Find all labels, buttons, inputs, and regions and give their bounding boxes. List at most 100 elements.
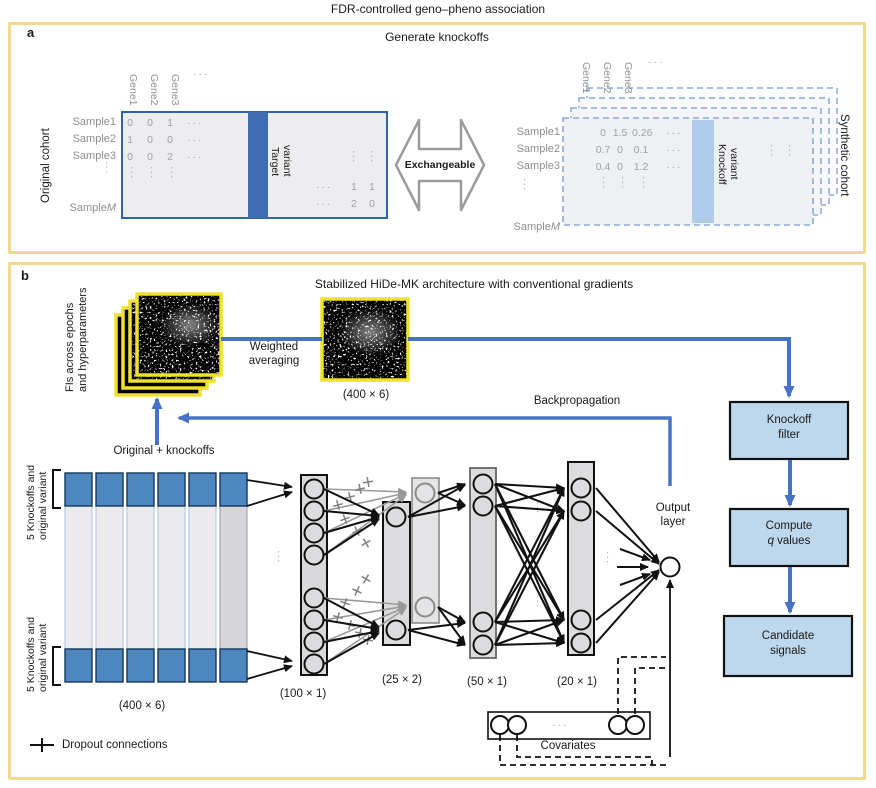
candidate-signals-label: Candidate xyxy=(761,630,815,642)
ellipsis: ··· xyxy=(552,719,569,731)
matrix-cell: 2 xyxy=(351,198,357,210)
matrix-cell: 0 xyxy=(617,161,623,173)
input-label: Original + knockoffs xyxy=(113,445,215,457)
knockoff-variant-label: Knockoff xyxy=(716,144,729,185)
vertical-ellipsis: ··· xyxy=(101,161,114,175)
knockoff-filter-label: Knockoff xyxy=(766,414,812,426)
matrix-cell: 0.7 xyxy=(595,144,611,156)
gene-column-label: Gene3 xyxy=(622,62,635,94)
dropout-legend: Dropout connections xyxy=(62,739,168,751)
matrix-cell: 0 xyxy=(369,198,375,210)
vertical-ellipsis: ··· xyxy=(146,166,159,180)
input-connections xyxy=(246,479,293,680)
matrix-cell: 1 xyxy=(167,117,173,129)
vertical-ellipsis: ··· xyxy=(784,144,797,158)
original-genotype-matrix xyxy=(121,111,388,219)
gene-column-label: Gene2 xyxy=(148,74,161,106)
matrix-cell: 1.5 xyxy=(612,127,628,139)
target-variant-label: Target xyxy=(269,147,282,177)
ellipsis: ··· xyxy=(187,151,204,163)
matrix-cell: 0 xyxy=(600,127,606,139)
fi-stack-label: FIs across epochs and hyperparameters xyxy=(64,287,89,392)
covariate-dashed-links xyxy=(499,656,666,766)
matrix-cell: 0 xyxy=(127,151,133,163)
l2-l3-connections xyxy=(407,482,466,647)
matrix-cell: 1.2 xyxy=(633,161,649,173)
input-matrix xyxy=(52,469,248,686)
dropout-plus-icon xyxy=(30,738,54,752)
fi-matrix xyxy=(320,297,410,382)
candidate-signals-label: signals xyxy=(770,645,806,657)
output-layer-label: Output xyxy=(655,502,691,514)
matrix-cell: 1 xyxy=(127,134,133,146)
matrix-cell: 0 xyxy=(167,134,173,146)
candidate-signals-box xyxy=(722,614,854,678)
layer2-back-neurons xyxy=(414,482,436,618)
vertical-ellipsis: ··· xyxy=(638,176,651,190)
input-dim-label: (400 × 6) xyxy=(118,700,166,712)
weighted-averaging-label: averaging xyxy=(248,355,300,367)
matrix-cell: 0.1 xyxy=(633,144,649,156)
vertical-ellipsis: ··· xyxy=(532,501,545,515)
panel-a-label: a xyxy=(27,25,35,40)
matrix-cell: 0 xyxy=(147,134,153,146)
l4-output-connections xyxy=(595,487,660,644)
knockoff-group-label: 5 Knockoffs and original variant xyxy=(25,464,50,540)
sample-row-label: SampleM xyxy=(69,202,116,214)
to-knockoff-filter-arrow xyxy=(408,337,795,398)
ellipsis: ··· xyxy=(316,181,333,193)
sample-row-label: SampleM xyxy=(513,221,560,233)
layer-dim-label: (100 × 1) xyxy=(279,688,327,700)
ellipsis: ··· xyxy=(666,144,683,156)
vertical-ellipsis: ··· xyxy=(617,176,630,190)
architecture-heading: Stabilized HiDe-MK architecture with con… xyxy=(314,277,634,291)
vertical-ellipsis: ··· xyxy=(598,176,611,190)
gene-column-label: Gene1 xyxy=(127,74,140,106)
layer-dim-label: (25 × 2) xyxy=(382,674,422,686)
matrix-cell: 0 xyxy=(147,117,153,129)
panel-b-frame xyxy=(8,262,866,780)
covariates-box xyxy=(487,711,651,740)
output-node xyxy=(659,556,681,578)
l3-l4-connections xyxy=(494,482,565,648)
sample-row-label: Sample1 xyxy=(516,126,560,138)
gene-column-label: Gene2 xyxy=(601,62,614,94)
synthetic-cohort-label: Synthetic cohort xyxy=(838,114,851,197)
output-layer-label: layer xyxy=(660,516,686,528)
synthetic-cohort-stack xyxy=(562,87,838,226)
target-variant-label: variant xyxy=(281,145,294,177)
panel-b-label: b xyxy=(21,268,29,283)
matrix-cell: 1 xyxy=(351,181,357,193)
sample-row-label: Sample1 xyxy=(72,116,116,128)
ellipsis: ··· xyxy=(193,68,210,80)
vertical-ellipsis: ··· xyxy=(273,550,286,564)
knockoff-group-label: 5 Knockoffs and original variant xyxy=(25,616,50,692)
layer1-neurons xyxy=(303,478,325,675)
ellipsis: ··· xyxy=(316,198,333,210)
compute-q-box xyxy=(728,507,850,568)
bracket-top xyxy=(52,469,61,509)
dropout-plus-marks xyxy=(332,476,374,646)
layer3-neurons xyxy=(472,473,494,656)
vertical-ellipsis: ··· xyxy=(532,595,545,609)
target-variant-column xyxy=(248,112,268,218)
matrix-cell: 0 xyxy=(147,151,153,163)
exchangeable-arrow xyxy=(394,118,486,212)
compute-q-label: Compute xyxy=(765,520,813,532)
backpropagation-label: Backpropagation xyxy=(533,395,621,407)
bracket-bottom xyxy=(52,646,61,686)
matrix-cell: 0.26 xyxy=(632,127,653,139)
vertical-ellipsis: ··· xyxy=(348,150,361,164)
sample-row-label: Sample3 xyxy=(72,150,116,162)
exchangeable-label: Exchangeable xyxy=(404,159,476,171)
matrix-cell: 1 xyxy=(369,181,375,193)
ellipsis: ··· xyxy=(187,117,204,129)
matrix-cell: 0 xyxy=(617,144,623,156)
knockoff-variant-label: variant xyxy=(728,148,741,180)
backprop-arrow xyxy=(177,412,672,486)
sample-row-label: Sample2 xyxy=(72,133,116,145)
ellipsis: ··· xyxy=(666,161,683,173)
